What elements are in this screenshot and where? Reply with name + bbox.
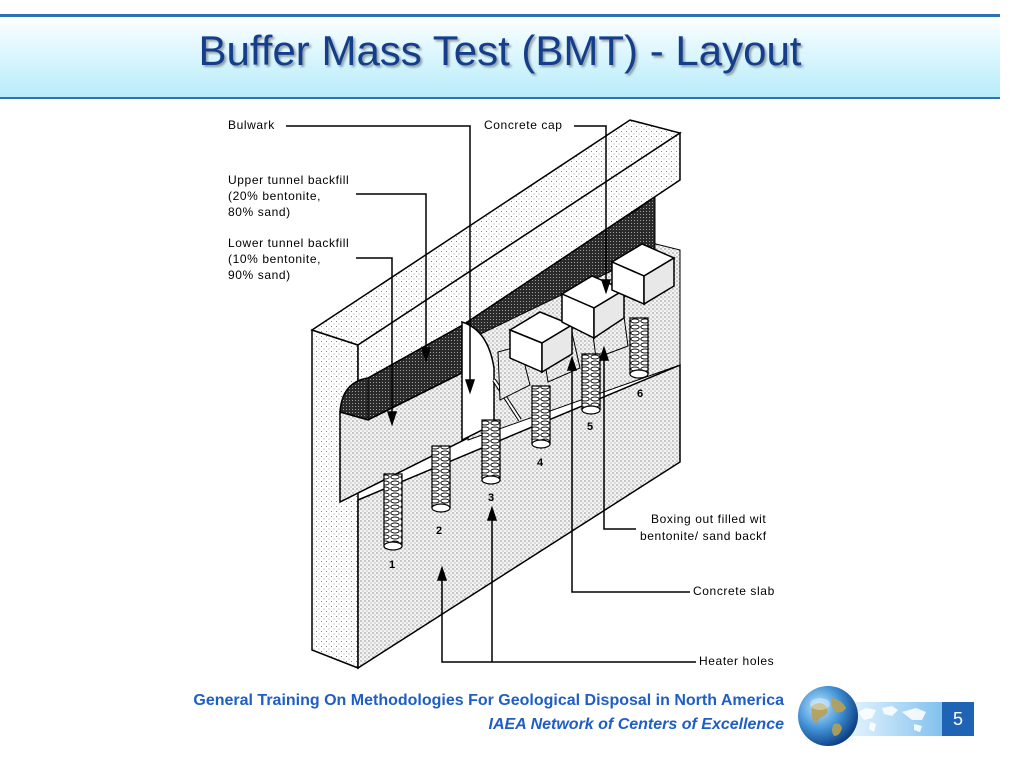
heater-number-2: 2: [436, 525, 443, 537]
label-upper-backfill-1: Upper tunnel backfill: [228, 173, 350, 187]
slide-title: Buffer Mass Test (BMT) - Layout: [198, 27, 802, 74]
label-boxing-out-1: Boxing out filled wit: [651, 512, 767, 526]
heater-number-1: 1: [389, 559, 396, 571]
heater-number-6: 6: [637, 388, 644, 400]
concrete-cap-front: [357, 131, 681, 397]
title-bar: Buffer Mass Test (BMT) - Layout: [0, 14, 1000, 99]
leader-lines: [286, 125, 696, 663]
concrete-slab-4: [508, 311, 574, 374]
footer-network-name: IAEA Network of Centers of Excellence: [488, 716, 785, 733]
label-bulwark: Bulwark: [228, 118, 275, 132]
concrete-slab-6: [610, 243, 676, 306]
label-lower-backfill-2: (10% bentonite,: [228, 252, 322, 266]
footer-course-title: General Training On Methodologies For Ge…: [193, 692, 784, 709]
label-concrete-slab: Concrete slab: [693, 584, 775, 598]
heater-number-4: 4: [537, 457, 544, 469]
label-lower-backfill-3: 90% sand): [228, 268, 291, 282]
page-number-badge: 5: [942, 702, 974, 736]
globe-icon: [798, 686, 858, 746]
world-map-icon: [848, 702, 944, 736]
label-upper-backfill-3: 80% sand): [228, 205, 291, 219]
label-concrete-cap: Concrete cap: [484, 118, 563, 132]
label-lower-backfill-1: Lower tunnel backfill: [228, 236, 350, 250]
heater-number-3: 3: [488, 492, 495, 504]
label-heater-holes: Heater holes: [699, 654, 775, 668]
concrete-slab-5: [560, 275, 626, 340]
rock-front-face: [311, 328, 359, 670]
footer-logo: [798, 686, 944, 746]
label-upper-backfill-2: (20% bentonite,: [228, 189, 322, 203]
label-boxing-out-2: bentonite/ sand backf: [640, 529, 767, 543]
heater-number-5: 5: [587, 421, 594, 433]
heater-holes: [383, 317, 649, 551]
